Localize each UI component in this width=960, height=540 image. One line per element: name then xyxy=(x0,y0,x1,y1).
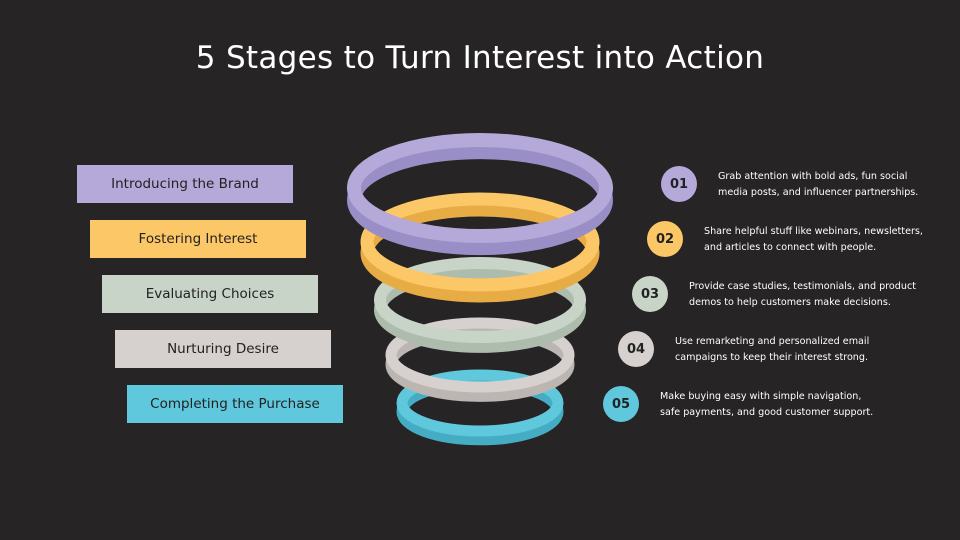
stage-description-1-line-1: Grab attention with bold ads, fun social xyxy=(718,171,908,182)
stage-number-3: 03 xyxy=(632,276,668,312)
stage-description-5-line-2: safe payments, and good customer support… xyxy=(660,407,874,418)
stage-description-3-line-1: Provide case studies, testimonials, and … xyxy=(689,281,916,292)
stage-description-4-line-1: Use remarketing and personalized email xyxy=(675,336,870,347)
stage-description-5: Make buying easy with simple navigation,… xyxy=(660,389,900,421)
funnel-ring-1 xyxy=(347,133,613,256)
stage-number-1: 01 xyxy=(661,166,697,202)
stage-label-1: Introducing the Brand xyxy=(77,165,293,203)
funnel-ring-4-top xyxy=(385,317,575,393)
stage-description-3-line-2: demos to help customers make decisions. xyxy=(689,297,891,308)
stage-description-4: Use remarketing and personalized email c… xyxy=(675,334,915,366)
funnel-ring-3 xyxy=(374,257,586,353)
stage-label-4: Nurturing Desire xyxy=(115,330,331,368)
stage-label-3: Evaluating Choices xyxy=(102,275,318,313)
stage-description-4-line-2: campaigns to keep their interest strong. xyxy=(675,352,869,363)
stage-label-5: Completing the Purchase xyxy=(127,385,343,423)
funnel-ring-1-top xyxy=(347,133,613,243)
stage-description-2-line-1: Share helpful stuff like webinars, newsl… xyxy=(704,226,923,237)
stage-description-2: Share helpful stuff like webinars, newsl… xyxy=(704,224,944,256)
stage-description-5-line-1: Make buying easy with simple navigation, xyxy=(660,391,862,402)
funnel-ring-2-top xyxy=(360,192,600,292)
stage-label-2: Fostering Interest xyxy=(90,220,306,258)
stage-description-3: Provide case studies, testimonials, and … xyxy=(689,279,929,311)
stage-description-1: Grab attention with bold ads, fun social… xyxy=(718,169,958,201)
stage-description-2-line-2: and articles to connect with people. xyxy=(704,242,877,253)
funnel-ring-3-top xyxy=(374,257,586,343)
funnel-ring-5-top xyxy=(396,369,564,437)
stage-number-2: 02 xyxy=(647,221,683,257)
page-title: 5 Stages to Turn Interest into Action xyxy=(195,40,765,76)
stage-number-5: 05 xyxy=(603,386,639,422)
stage-number-4: 04 xyxy=(618,331,654,367)
funnel-rings-diagram xyxy=(347,133,613,446)
funnel-ring-2 xyxy=(360,192,600,303)
stage-description-1-line-2: media posts, and influencer partnerships… xyxy=(718,187,919,198)
